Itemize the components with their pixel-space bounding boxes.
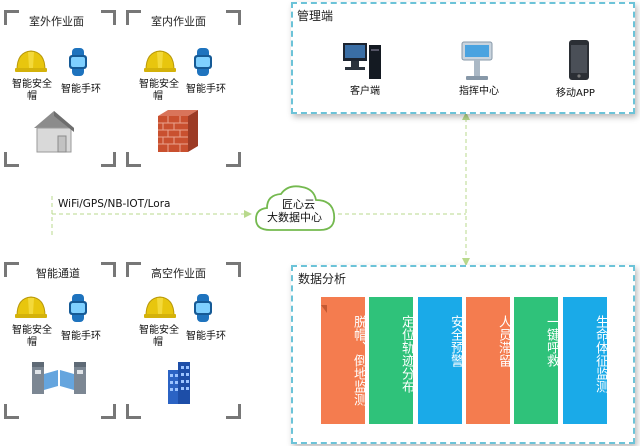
analysis-column: 脱帽、倒地监测 xyxy=(321,297,366,424)
helmet-label-line1: 智能安全 xyxy=(139,79,179,90)
analysis-column: 定位轨迹分布 xyxy=(369,297,414,424)
corner-bracket xyxy=(4,404,19,419)
cloud-icon xyxy=(255,185,336,231)
arrow-head xyxy=(244,210,252,218)
band-label: 智能手环 xyxy=(186,331,226,342)
smart-band-icon xyxy=(194,48,212,76)
smart-band-icon xyxy=(69,294,87,322)
management-item-label: 客户端 xyxy=(350,86,380,97)
corner-bracket xyxy=(126,152,141,167)
band-label: 智能手环 xyxy=(61,331,101,342)
arrow-head xyxy=(462,258,470,266)
brick-wall-icon xyxy=(158,110,198,152)
house-icon xyxy=(34,111,74,153)
analysis-column-label: 人员滞留 xyxy=(496,315,511,367)
helmet-icon xyxy=(144,296,176,318)
helmet-label-line2: 帽 xyxy=(153,337,163,348)
corner-bracket xyxy=(226,262,241,277)
helmet-label-line2: 帽 xyxy=(27,91,37,102)
management-item-label: 指挥中心 xyxy=(459,86,499,97)
kiosk-terminal-icon xyxy=(461,41,493,80)
corner-bracket xyxy=(101,152,116,167)
corner-bracket xyxy=(126,404,141,419)
high-rise-building-icon xyxy=(168,362,190,404)
analysis-column-label: 定位轨迹分布 xyxy=(399,315,414,393)
analysis-column: 安全预警 xyxy=(418,297,463,424)
helmet-label-line2: 帽 xyxy=(27,337,37,348)
analysis-column-label: 脱帽、倒地监测 xyxy=(351,315,366,406)
management-item-label: 移动APP xyxy=(556,88,595,99)
corner-bracket xyxy=(101,10,116,25)
panel-title: 数据分析 xyxy=(298,272,347,286)
connection-label: WiFi/GPS/NB-IOT/Lora xyxy=(58,198,171,210)
desktop-pc-icon xyxy=(343,43,381,79)
analysis-column-label: 安全预警 xyxy=(448,315,463,367)
analysis-column: 人员滞留 xyxy=(466,297,511,424)
corner-bracket xyxy=(226,152,241,167)
corner-bracket xyxy=(4,262,19,277)
cloud-subtitle: 大数据中心 xyxy=(267,211,322,224)
corner-bracket xyxy=(4,10,19,25)
zone-title: 室内作业面 xyxy=(151,15,206,28)
corner-bracket xyxy=(226,404,241,419)
cloud-title: 匠心云 xyxy=(282,198,315,211)
helmet-icon xyxy=(15,296,47,318)
arrow-head xyxy=(462,112,470,120)
corner-bracket xyxy=(126,10,141,25)
zone-title: 室外作业面 xyxy=(29,15,84,28)
smart-band-icon xyxy=(194,294,212,322)
helmet-icon xyxy=(15,50,47,72)
corner-bracket xyxy=(101,262,116,277)
helmet-label-line1: 智能安全 xyxy=(12,79,52,90)
analysis-column-label: 一键呼救 xyxy=(544,315,559,367)
corner-bracket xyxy=(101,404,116,419)
smartphone-icon xyxy=(569,40,589,80)
smart-band-icon xyxy=(69,48,87,76)
zone-title: 高空作业面 xyxy=(151,267,206,280)
helmet-label-line1: 智能安全 xyxy=(12,325,52,336)
zone-title: 智能通道 xyxy=(36,267,80,280)
band-label: 智能手环 xyxy=(186,84,226,95)
analysis-column: 生命体征监测 xyxy=(563,297,608,424)
analysis-column: 一键呼救 xyxy=(514,297,559,424)
corner-bracket xyxy=(4,152,19,167)
helmet-icon xyxy=(144,50,176,72)
corner-bracket xyxy=(126,262,141,277)
management-panel: 管理端 客户端 指挥中心 移动APP xyxy=(291,2,635,114)
corner-bracket xyxy=(226,10,241,25)
helmet-label-line2: 帽 xyxy=(153,91,163,102)
analysis-column-label: 生命体征监测 xyxy=(593,315,608,393)
panel-title: 管理端 xyxy=(297,9,334,23)
band-label: 智能手环 xyxy=(61,84,101,95)
helmet-label-line1: 智能安全 xyxy=(139,325,179,336)
turnstile-gate-icon xyxy=(32,362,86,394)
